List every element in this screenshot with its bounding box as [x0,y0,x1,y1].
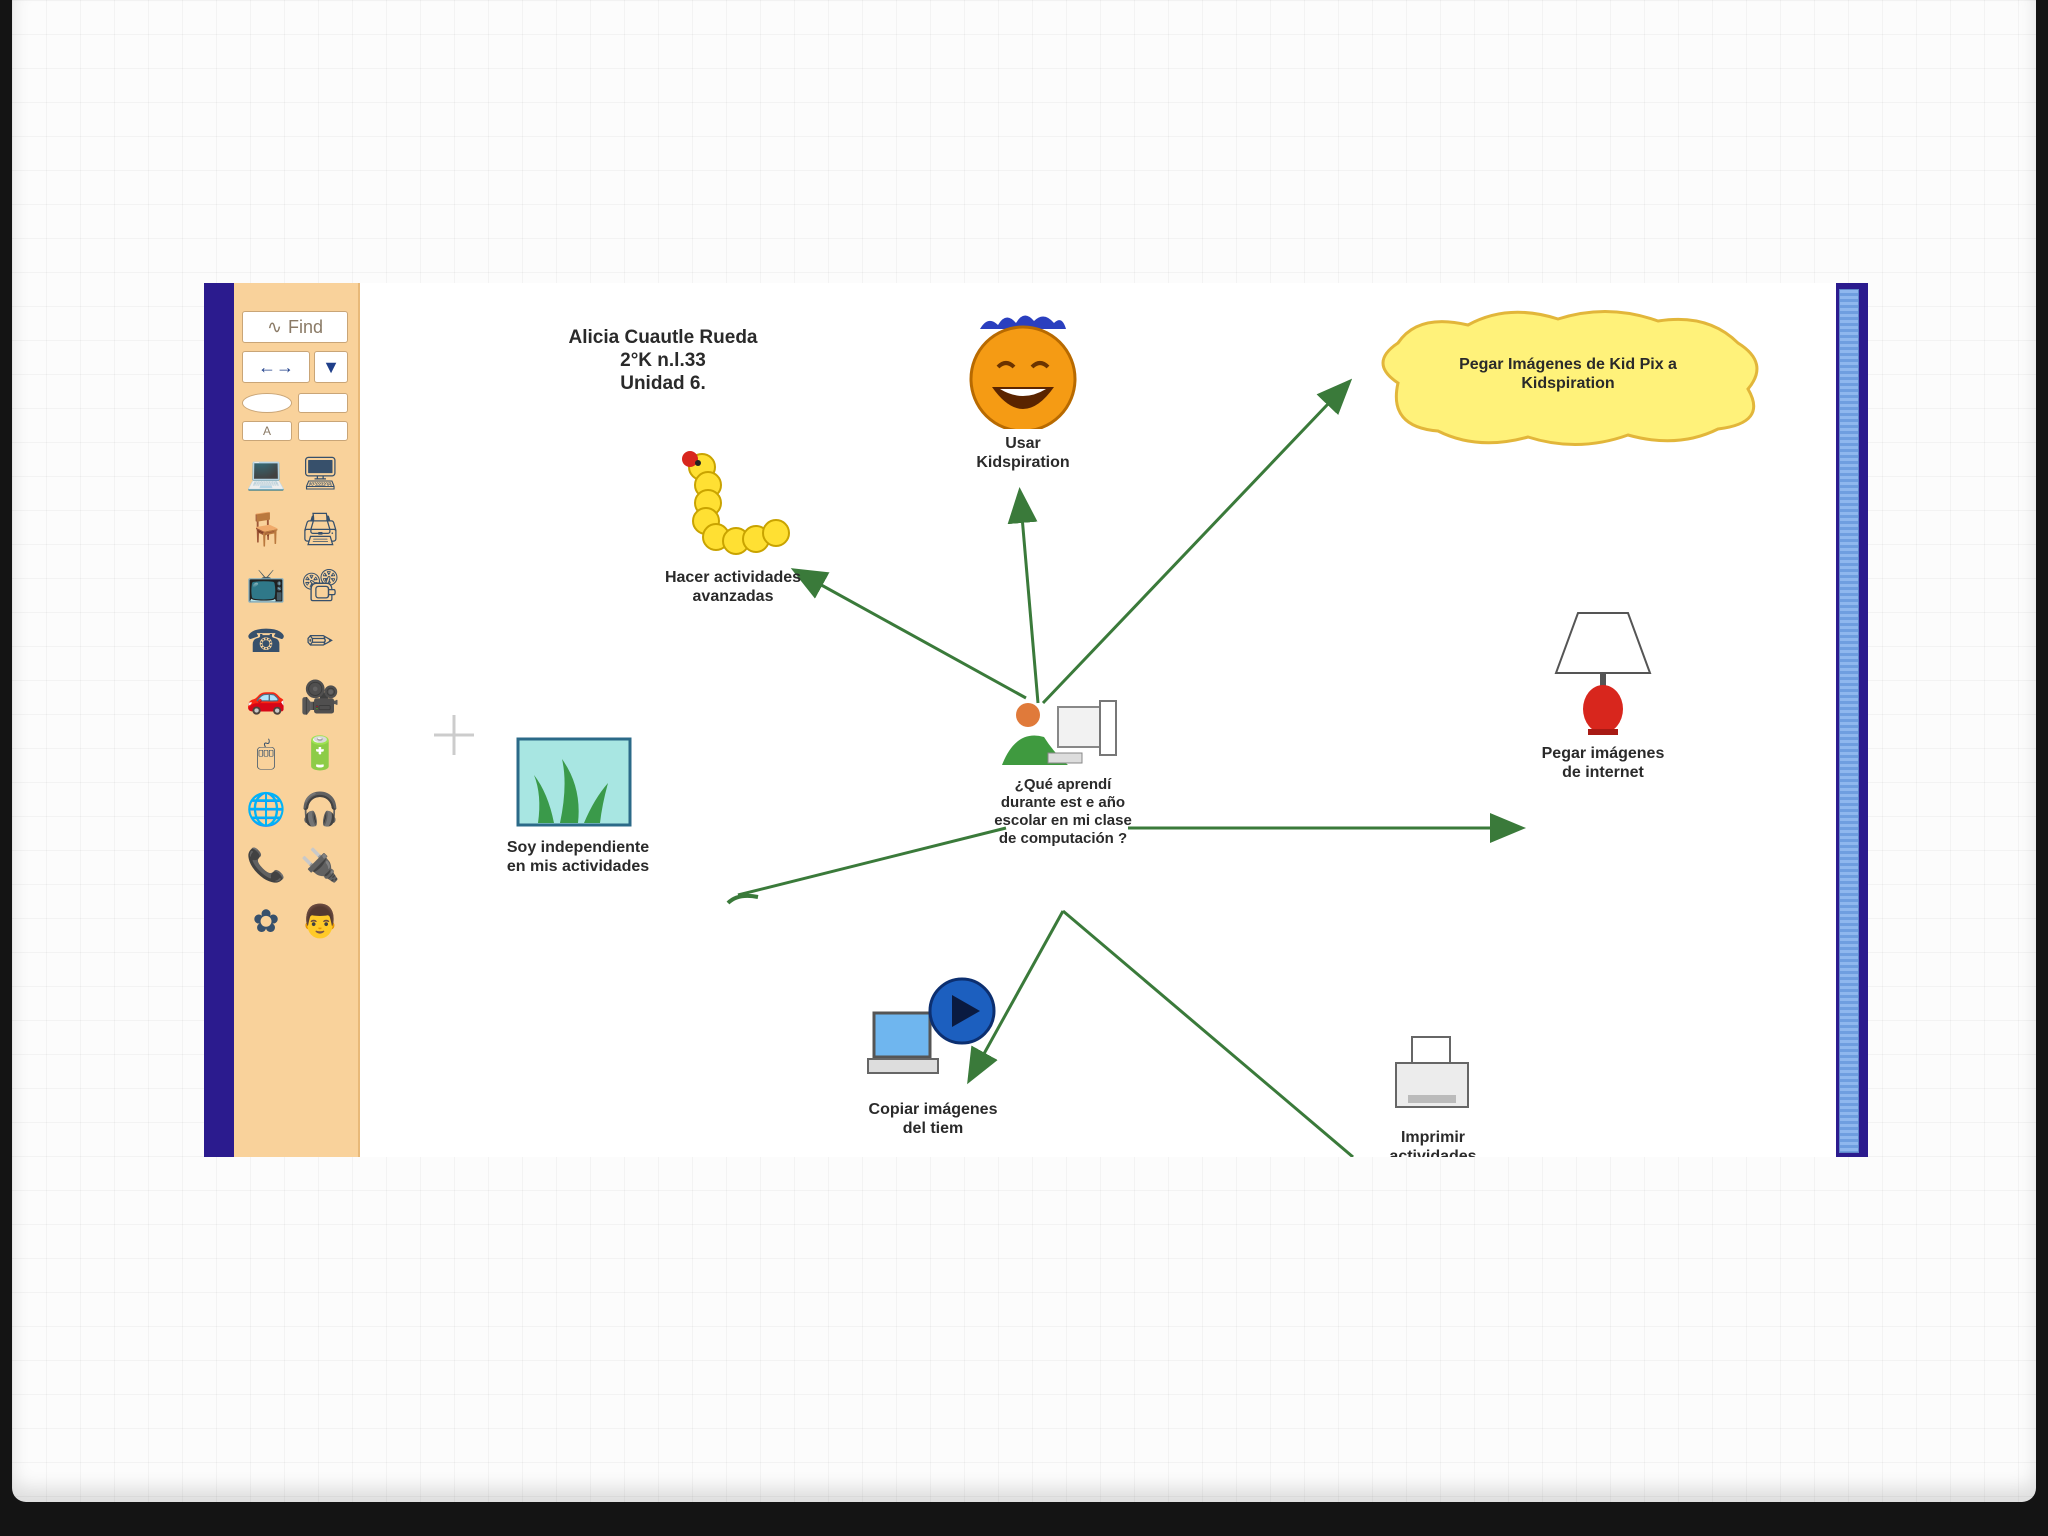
plug-icon[interactable]: 🔌 [300,847,340,883]
remote-icon[interactable]: ✏ [306,623,334,659]
cloud-shape-icon [1381,309,1759,447]
smiley-face-icon [969,315,1077,433]
find-label: Find [288,316,324,337]
child-at-computer-icon [1002,700,1117,765]
node-imprimir[interactable]: Imprimir actividades [1368,1033,1498,1157]
oval-shape-button[interactable] [242,393,292,413]
computer-icon[interactable]: 💻 [246,455,286,491]
group-label: 2°K n.l.33 [620,349,706,371]
crosshair-cursor-icon [434,715,474,755]
computer-play-icon [867,977,996,1074]
library-dropdown-button[interactable]: ▼ [314,351,348,383]
header-text: Alicia Cuautle Rueda 2°K n.l.33 Unidad 6… [543,327,783,395]
aquarium-plant-icon [516,737,632,827]
laptop-icon[interactable]: 🖥 [300,455,341,491]
small-label-button[interactable]: A [242,421,292,441]
symbol-library-toolbar: ∿ Find ←→ ▼ A 💻 🖥 🪑 🖨 📺 📽 ☎ ✏ 🚗 [234,283,360,1157]
kidspiration-window: ∿ Find ←→ ▼ A 💻 🖥 🪑 🖨 📺 📽 ☎ ✏ 🚗 [204,283,1868,1157]
arrows-icon: ←→ [258,356,294,377]
vertical-scrollbar[interactable] [1836,283,1868,1157]
chevron-down-icon: ▼ [322,356,340,377]
bee-icon[interactable]: ✿ [252,903,280,939]
pegar-internet-label: Pegar imágenes de internet [1541,745,1665,782]
caterpillar-icon [682,451,790,555]
copiar-label: Copiar imágenes del tiem [868,1101,998,1138]
imprimir-label: Imprimir actividades [1389,1129,1477,1157]
node-pegar-internet[interactable]: Pegar imágenes de internet [1538,609,1668,829]
find-button[interactable]: ∿ Find [242,311,348,343]
author-name: Alicia Cuautle Rueda [568,327,758,348]
node-copiar-imagenes[interactable]: Copiar imágenes del tiem [858,977,1008,1157]
link-copiar [967,910,1065,1085]
node-hacer-actividades[interactable]: Hacer actividades avanzadas [658,443,808,633]
lamp-icon [1554,612,1652,735]
link-usar [1007,487,1040,704]
node-pegar-kidpix[interactable]: Pegar Imágenes de Kid Pix a Kidspiration [1358,303,1778,453]
hacer-label: Hacer actividades avanzadas [664,569,802,606]
chair-icon[interactable]: 🪑 [246,511,286,547]
find-icon: ∿ [266,316,283,337]
telephone-icon[interactable]: ☎ [246,623,286,659]
link-imprimir [1062,909,1354,1157]
link-hacer [790,568,1027,700]
projector-icon[interactable]: 📽 [300,567,341,603]
workstation-icon[interactable]: 👨 [300,903,340,939]
link-soy [737,826,1007,897]
camera-icon[interactable]: 🎥 [300,679,340,715]
monitor-icon[interactable]: 📺 [246,567,286,603]
link-soy-tail [726,893,759,905]
scanner-icon[interactable]: 🖨 [300,511,341,547]
center-node-label: ¿Qué aprendí durante est e año escolar e… [994,776,1132,847]
window-left-border [204,283,234,1157]
note-shape-button[interactable] [298,421,348,441]
usar-label: Usar Kidspiration [976,435,1070,472]
diagram-canvas[interactable]: Alicia Cuautle Rueda 2°K n.l.33 Unidad 6… [358,283,1836,1157]
library-arrows-button[interactable]: ←→ [242,351,310,383]
slide-background: ∿ Find ←→ ▼ A 💻 🖥 🪑 🖨 📺 📽 ☎ ✏ 🚗 [12,0,2036,1502]
pegar-kidpix-label: Pegar Imágenes de Kid Pix a Kidspiration [1459,356,1677,393]
headphones-icon[interactable]: 🎧 [300,791,340,827]
phone-handset-icon[interactable]: 📞 [246,847,286,883]
center-node[interactable]: ¿Qué aprendí durante est e año escolar e… [988,693,1138,923]
unit-label: Unidad 6. [620,372,706,394]
rect-shape-button[interactable] [298,393,348,413]
battery-icon[interactable]: 🔋 [300,735,340,771]
node-soy-independiente[interactable]: Soy independiente en mis actividades [498,735,658,945]
diagram-links [726,378,1526,1157]
soy-label: Soy independiente en mis actividades [506,839,650,876]
car-icon[interactable]: 🚗 [246,679,286,715]
globe-icon[interactable]: 🌐 [246,791,286,827]
small-label-text: A [262,424,271,438]
link-pegar-kidpix [1041,378,1353,705]
mouse-icon[interactable]: 🖱 [256,735,276,771]
scrollbar-track[interactable] [1839,289,1859,1153]
node-usar-kidspiration[interactable]: Usar Kidspiration [958,307,1088,477]
printer-icon [1395,1036,1469,1108]
